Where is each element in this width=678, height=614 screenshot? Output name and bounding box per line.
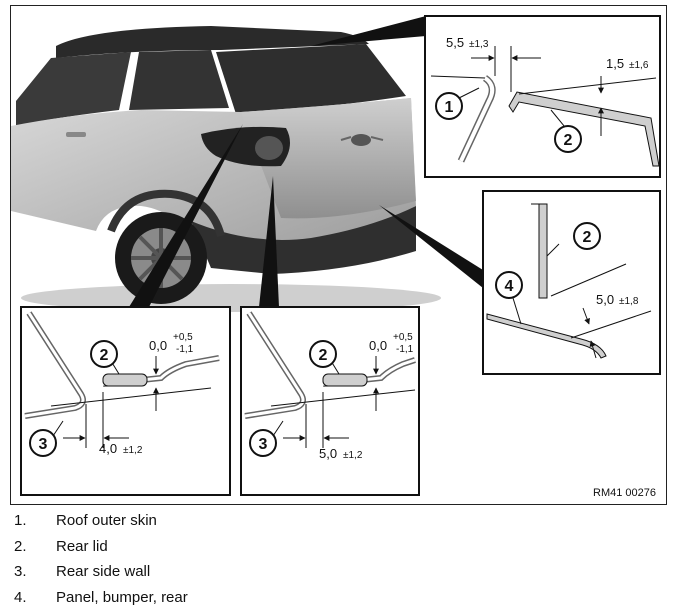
right-flush-tol-minus: -1,1 (396, 344, 414, 355)
diagram-figure: 1 2 5,5 ±1,3 1,5 ±1,6 2 4 5,0 ±1,8 (10, 5, 667, 505)
left-flush-tol-minus: -1,1 (176, 344, 194, 355)
detail-roof: 1 2 5,5 ±1,3 1,5 ±1,6 (424, 15, 661, 178)
bumper-gap-nominal: 5,0 (596, 292, 614, 307)
left-gap-tol: ±1,2 (123, 445, 143, 456)
legend-number: 1. (14, 512, 27, 529)
car-illustration (11, 6, 441, 312)
right-gap-nominal: 5,0 (319, 446, 337, 461)
roof-flush-nominal: 1,5 (606, 56, 624, 71)
figure-id: RM41 00276 (593, 487, 656, 499)
legend-item: 4. Panel, bumper, rear (14, 585, 654, 611)
detail-bumper: 2 4 5,0 ±1,8 (482, 190, 661, 375)
bumper-gap-tol: ±1,8 (619, 296, 639, 307)
right-gap-tol: ±1,2 (343, 450, 363, 461)
legend-label: Roof outer skin (56, 512, 157, 529)
legend-label: Panel, bumper, rear (56, 588, 188, 606)
callout-2-left: 2 (100, 347, 109, 364)
callout-3-left: 3 (39, 436, 48, 453)
detail-right: 2 3 0,0 +0,5 -1,1 5,0 ±1,2 (240, 306, 420, 496)
roof-gap-nominal: 5,5 (446, 35, 464, 50)
legend-number: 3. (14, 563, 27, 580)
detail-left: 2 3 0,0 +0,5 -1,1 4,0 ±1,2 (20, 306, 231, 496)
legend-label: Rear lid (56, 537, 108, 555)
callout-2-right: 2 (319, 347, 328, 364)
callout-4: 4 (505, 278, 514, 295)
right-flush-tol-plus: +0,5 (393, 332, 413, 343)
legend-item: 3. Rear side wall (14, 559, 654, 585)
left-flush-tol-plus: +0,5 (173, 332, 193, 343)
legend-label: Rear side wall (56, 563, 151, 580)
diagram-canvas: 1 2 5,5 ±1,3 1,5 ±1,6 2 4 5,0 ±1,8 (11, 6, 661, 499)
pointer-wedges (129, 16, 483, 307)
callout-2-roof: 2 (564, 132, 573, 149)
legend-item: 1. Roof outer skin (14, 508, 654, 534)
callout-1: 1 (445, 99, 454, 116)
left-flush-nominal: 0,0 (149, 338, 167, 353)
callout-3-right: 3 (259, 436, 268, 453)
legend-number: 2. (14, 537, 27, 555)
callout-2-bumper: 2 (583, 229, 592, 246)
legend-number: 4. (14, 588, 27, 606)
right-flush-nominal: 0,0 (369, 338, 387, 353)
roof-flush-tol: ±1,6 (629, 60, 649, 71)
roof-gap-tol: ±1,3 (469, 39, 489, 50)
parts-legend: 1. Roof outer skin 2. Rear lid 3. Rear s… (14, 508, 654, 610)
left-gap-nominal: 4,0 (99, 441, 117, 456)
legend-item: 2. Rear lid (14, 534, 654, 560)
